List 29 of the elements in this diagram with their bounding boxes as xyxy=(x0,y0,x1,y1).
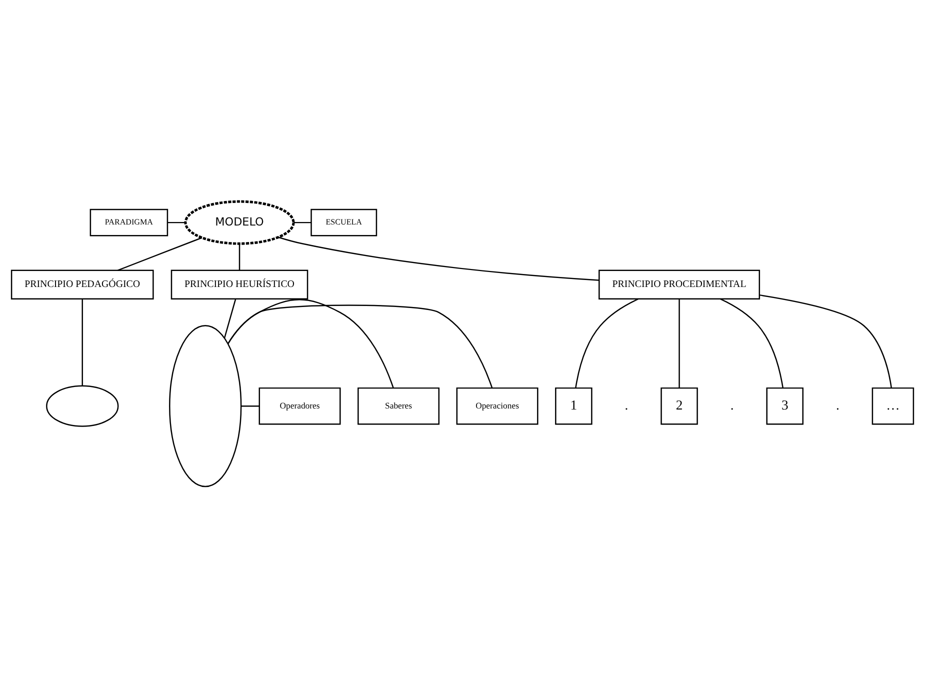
connector xyxy=(118,236,202,270)
connector xyxy=(278,236,600,280)
connector xyxy=(759,294,892,388)
connector xyxy=(227,298,394,388)
node-box: 3 xyxy=(766,386,804,424)
node-ellipse: MODELO xyxy=(184,200,295,244)
node-box: Saberes xyxy=(358,386,440,424)
connector xyxy=(224,298,236,338)
node-box: PRINCIPIO PEDAGÓGICO xyxy=(10,269,154,300)
node-label: . xyxy=(836,397,840,412)
node-box: PRINCIPIO HEURÍSTICO xyxy=(170,269,308,300)
node-ellipse xyxy=(46,384,119,426)
node-box: PRINCIPIO PROCEDIMENTAL xyxy=(598,269,760,300)
node-label: . xyxy=(730,397,734,412)
connector xyxy=(238,243,240,270)
node-box: Operaciones xyxy=(456,386,538,424)
connector xyxy=(720,298,784,388)
connector xyxy=(575,298,639,388)
connector xyxy=(168,221,186,223)
connector xyxy=(294,221,312,223)
node-box: 2 xyxy=(660,386,698,424)
connector xyxy=(678,298,680,388)
node-box: Operadores xyxy=(258,386,341,424)
connector xyxy=(241,404,260,406)
node-box: … xyxy=(872,386,914,424)
node-ellipse xyxy=(169,324,242,487)
node-label: . xyxy=(624,397,628,412)
node-box: 1 xyxy=(555,386,592,424)
connector xyxy=(82,298,83,386)
